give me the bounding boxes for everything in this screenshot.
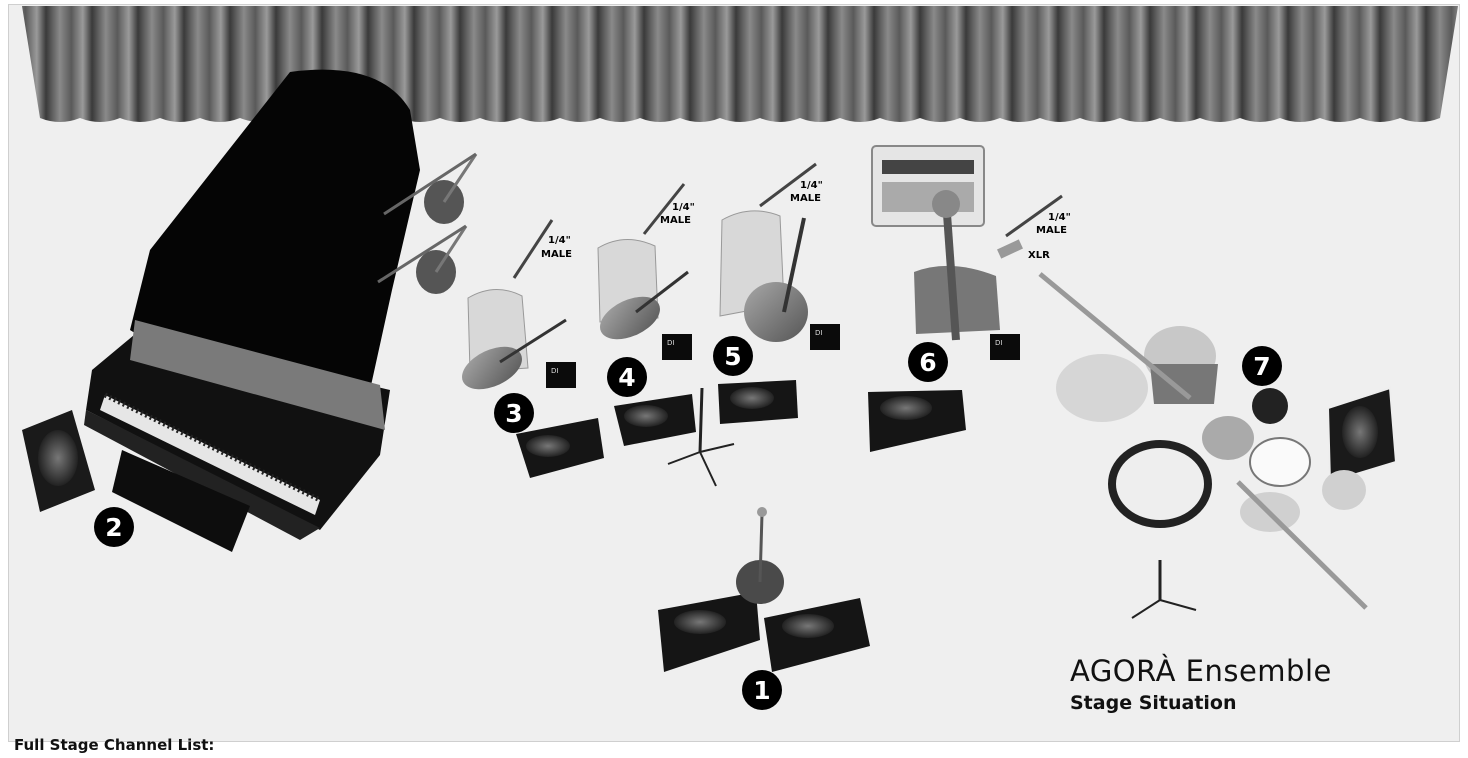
svg-text:3: 3 [505, 399, 522, 428]
position-badge-1: 1 [742, 670, 782, 710]
position-badge-5: 5 [713, 336, 753, 376]
svg-text:DI: DI [815, 329, 822, 337]
monitor-speaker-5 [718, 380, 798, 424]
label-jack-5b: MALE [790, 193, 821, 204]
channel-list-label: Full Stage Channel List: [14, 736, 214, 754]
monitor-speaker-4 [614, 394, 696, 446]
svg-text:DI: DI [995, 339, 1002, 347]
label-jack-6a: 1/4" [1048, 212, 1071, 223]
monitor-speaker-6 [868, 390, 966, 452]
stage-curtain [22, 6, 1458, 122]
monitor-speaker-2 [22, 410, 95, 512]
label-jack-6b: MALE [1036, 225, 1067, 236]
di-box-5: DI [810, 324, 840, 350]
di-box-3: DI [546, 362, 576, 388]
svg-text:DI: DI [667, 339, 674, 347]
di-box-4: DI [662, 334, 692, 360]
svg-text:5: 5 [724, 342, 741, 371]
svg-text:7: 7 [1253, 352, 1270, 381]
label-jack-3a: 1/4" [548, 235, 571, 246]
position-badge-2: 2 [94, 507, 134, 547]
monitor-speaker-3 [516, 418, 604, 478]
label-jack-5a: 1/4" [800, 180, 823, 191]
xlr-connector [997, 239, 1023, 258]
svg-text:2: 2 [105, 513, 122, 542]
svg-text:6: 6 [919, 348, 936, 377]
monitor-speaker-7 [1328, 388, 1396, 482]
position-badge-6: 6 [908, 342, 948, 382]
position-badge-4: 4 [607, 357, 647, 397]
di-box-6: DI [990, 334, 1020, 360]
position-badge-7: 7 [1242, 346, 1282, 386]
chair-cello-5 [720, 211, 808, 342]
label-jack-4b: MALE [660, 215, 691, 226]
svg-text:1: 1 [753, 676, 770, 705]
monitor-speaker-1-left [658, 592, 760, 672]
label-jack-3b: MALE [541, 249, 572, 260]
ensemble-title: AGORÀ Ensemble [1070, 654, 1332, 688]
chair-violin-4 [593, 239, 688, 347]
svg-text:4: 4 [618, 363, 635, 392]
bass-amplifier [872, 146, 984, 226]
svg-text:DI: DI [551, 367, 558, 375]
label-xlr: XLR [1028, 250, 1050, 261]
position-badge-3: 3 [494, 393, 534, 433]
drum-kit-7 [1040, 274, 1366, 618]
vocal-mic-1 [736, 507, 784, 604]
label-jack-4a: 1/4" [672, 202, 695, 213]
stage-situation-subtitle: Stage Situation [1070, 692, 1237, 714]
monitor-speaker-1-right [764, 598, 870, 672]
